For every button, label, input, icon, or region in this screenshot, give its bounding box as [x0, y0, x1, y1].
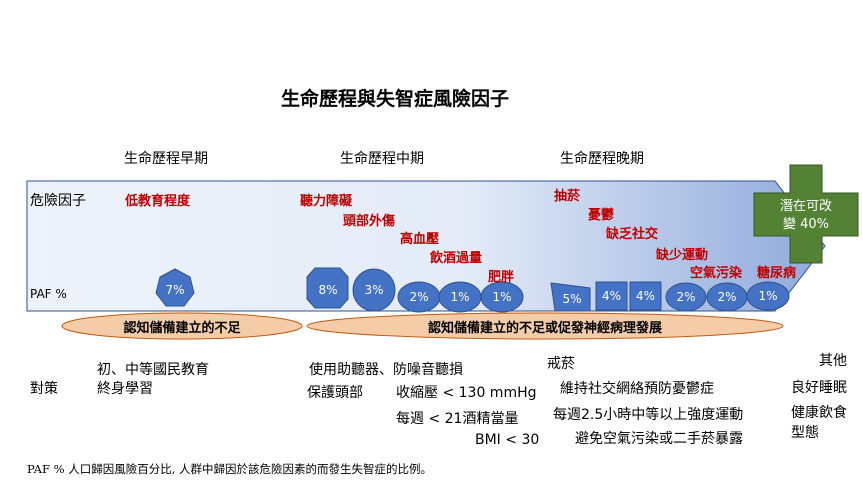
footnote: PAF % 人口歸因風險百分比, 人群中歸因於該危險因素的而發生失智症的比例。	[27, 462, 433, 476]
stage-late-label: 生命歷程晚期	[560, 151, 644, 167]
paf-heptagon-education	[155, 268, 195, 307]
paf-value-hypertension: 2%	[409, 290, 429, 304]
paf-square-social	[629, 281, 662, 311]
page-title: 生命歷程與失智症風險因子	[280, 88, 509, 110]
strategy-other-heading: 其他	[819, 353, 847, 369]
risk-head-injury: 頭部外傷	[343, 214, 396, 229]
strategy-late-1: 戒菸	[547, 356, 575, 372]
paf-value-air: 2%	[717, 290, 737, 304]
paf-value-head-injury: 3%	[364, 283, 384, 297]
risk-hypertension: 高血壓	[400, 232, 440, 247]
risk-factor-row-label: 危險因子	[30, 193, 86, 209]
risk-obesity: 肥胖	[488, 270, 515, 285]
strategy-late-2: 維持社交網絡預防憂鬱症	[560, 381, 714, 397]
paf-oval-diabetes	[746, 281, 790, 311]
risk-hearing-loss: 聽力障礙	[300, 194, 353, 209]
oval-early-text: 認知儲備建立的不足	[123, 321, 241, 336]
risk-social-isolation: 缺乏社交	[606, 227, 659, 242]
risk-diabetes: 糖尿病	[757, 266, 797, 281]
strategy-other-2: 健康飲食	[791, 405, 847, 421]
oval-mid-late-text: 認知儲備建立的不足或促發神經病理發展	[427, 321, 662, 336]
risk-alcohol: 飲酒過量	[430, 251, 483, 266]
strategy-other-3: 型態	[791, 425, 819, 441]
strategy-row-label: 對策	[30, 381, 58, 397]
strategy-mid-4: 每週 < 21酒精當量	[396, 411, 519, 427]
paf-value-diabetes: 1%	[758, 289, 778, 303]
strategy-mid-5: BMI < 30	[475, 432, 540, 448]
paf-value-obesity: 1%	[492, 290, 512, 304]
strategy-mid-2: 保護頭部	[307, 385, 363, 401]
paf-value-social: 4%	[635, 289, 656, 303]
paf-value-smoking: 5%	[562, 292, 582, 306]
strategy-other-1: 良好睡眠	[791, 380, 847, 396]
paf-octagon-hearing	[306, 267, 349, 309]
strategy-late-3: 每週2.5小時中等以上強度運動	[553, 407, 744, 423]
paf-value-hearing: 8%	[318, 283, 338, 297]
paf-square-depression	[595, 281, 628, 311]
potential-cross-text: 潛在可改 變 40%	[754, 198, 858, 234]
risk-physical-inactivity: 缺少運動	[656, 248, 709, 263]
strategy-late-4: 避免空氣污染或二手菸暴露	[575, 431, 743, 447]
paf-value-exercise: 2%	[676, 290, 696, 304]
oval-early	[61, 312, 303, 340]
strategy-early-1: 初、中等國民教育	[97, 362, 209, 378]
strategy-mid-1: 使用助聽器、防噪音聽損	[309, 362, 463, 378]
paf-value-alcohol: 1%	[450, 290, 470, 304]
oval-mid-late	[306, 312, 784, 340]
stage-early-label: 生命歷程早期	[124, 151, 208, 167]
paf-circle-head-injury	[352, 268, 396, 312]
strategy-early-2: 終身學習	[97, 381, 153, 397]
paf-value-depression: 4%	[601, 289, 622, 303]
cross-line2: 變 40%	[782, 217, 830, 232]
paf-oval-exercise	[665, 282, 707, 312]
paf-trapezoid-smoking	[550, 282, 591, 312]
risk-air-pollution: 空氣污染	[690, 266, 743, 281]
paf-value-education: 7%	[165, 283, 185, 297]
paf-row-label: PAF %	[30, 287, 67, 301]
risk-arrow-band	[26, 180, 826, 312]
risk-low-education: 低教育程度	[125, 194, 191, 209]
potential-cross	[753, 164, 859, 264]
risk-depression: 憂鬱	[588, 208, 615, 223]
cross-line1: 潛在可改	[779, 199, 832, 214]
paf-oval-obesity	[480, 281, 524, 313]
stage-mid-label: 生命歷程中期	[340, 151, 424, 167]
risk-smoking: 抽菸	[554, 189, 581, 204]
strategy-mid-3: 收縮壓 < 130 mmHg	[396, 385, 537, 401]
